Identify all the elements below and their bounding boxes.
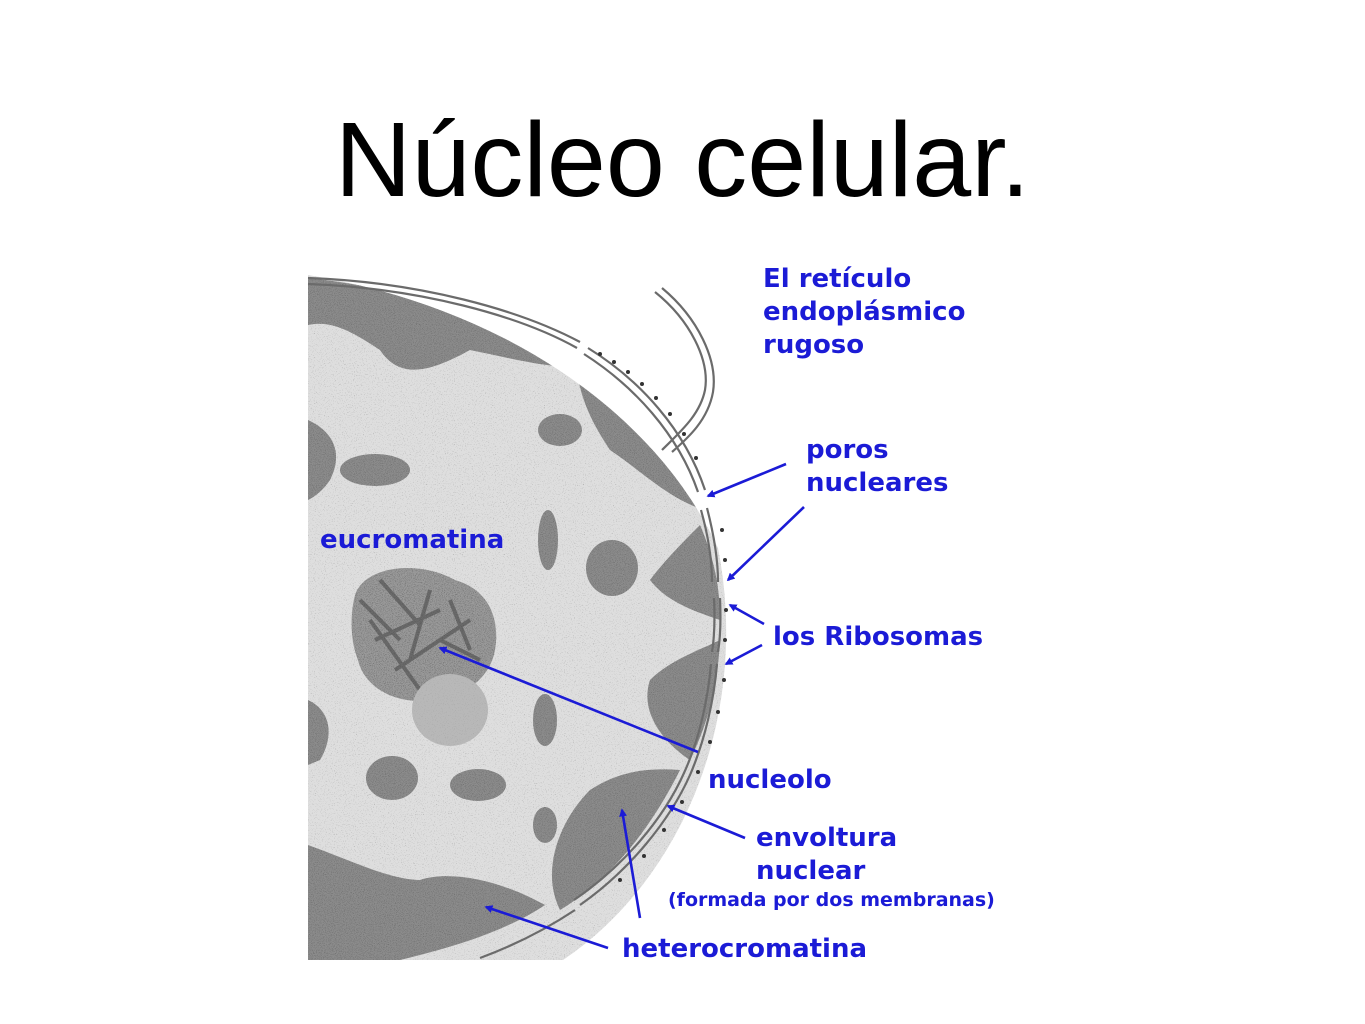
arrow-heterochromatin-2 xyxy=(484,905,609,950)
arrow-envelope xyxy=(666,804,746,840)
label-envelope-line1: envoltura xyxy=(756,823,897,853)
arrow-pore-2 xyxy=(726,506,805,582)
label-euchromatin: eucromatina xyxy=(320,525,504,555)
label-envelope-line2: nuclear xyxy=(756,856,866,886)
label-pores-line2: nucleares xyxy=(806,468,948,498)
nucleolus xyxy=(351,568,497,746)
label-envelope-note: (formada por dos membranas) xyxy=(668,889,995,911)
nucleus-section xyxy=(308,275,727,960)
nuclear-envelope xyxy=(307,276,722,960)
arrow-ribosome-1 xyxy=(728,603,765,626)
label-nucleolus: nucleolo xyxy=(708,765,832,795)
ribosome-dots xyxy=(598,352,728,882)
label-rough-er-line3: rugoso xyxy=(763,330,864,360)
heterochromatin-patches xyxy=(308,278,720,960)
slide-title: Núcleo celular. xyxy=(334,101,1031,219)
arrow-ribosome-2 xyxy=(724,643,763,666)
label-pores-line1: poros xyxy=(806,435,889,465)
label-heterochromatin: heterocromatina xyxy=(622,934,867,964)
label-rough-er-line2: endoplásmico xyxy=(763,297,965,327)
arrow-pore-1 xyxy=(706,462,787,498)
label-rough-er-line1: El retículo xyxy=(763,264,911,294)
arrow-nucleolus xyxy=(438,646,699,754)
label-ribosomes: los Ribosomas xyxy=(773,622,983,652)
rough-er-tube xyxy=(654,287,715,453)
arrow-heterochromatin-1 xyxy=(619,808,642,919)
